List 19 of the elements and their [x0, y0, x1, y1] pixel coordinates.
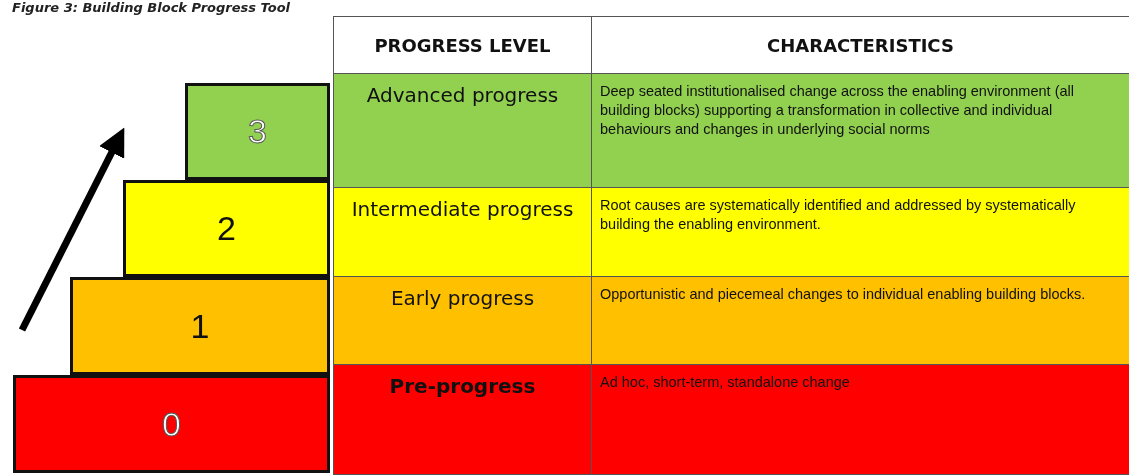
figure-title: Figure 3: Building Block Progress Tool — [12, 0, 291, 15]
progress-level-text: Pre-progress — [334, 365, 592, 475]
level-number: 3 — [248, 112, 267, 151]
level-number: 2 — [217, 209, 236, 248]
progress-level-text: Advanced progress — [334, 74, 592, 188]
step-block — [123, 180, 330, 277]
progress-level-text: Intermediate progress — [334, 188, 592, 277]
characteristics-text: Root causes are systematically identified and addressed by systematically building the enabling environment. — [592, 188, 1129, 277]
progress-level-text: Early progress — [334, 277, 592, 365]
level-number: 1 — [190, 306, 210, 346]
step-block — [185, 83, 330, 180]
level-number: 0 — [162, 404, 181, 444]
characteristics-text: Deep seated institutionalised change across the enabling environment (all building blocks) supporting a transformation in collective and individual behaviours and changes in underlying social norms — [592, 74, 1129, 188]
characteristics-text: Ad hoc, short-term, standalone change — [592, 365, 1129, 475]
step-block — [70, 277, 330, 375]
column-header: CHARACTERISTICS — [592, 16, 1129, 74]
step-block — [13, 375, 330, 473]
characteristics-text: Opportunistic and piecemeal changes to individual enabling building blocks. — [592, 277, 1129, 365]
column-header: PROGRESS LEVEL — [334, 16, 592, 74]
